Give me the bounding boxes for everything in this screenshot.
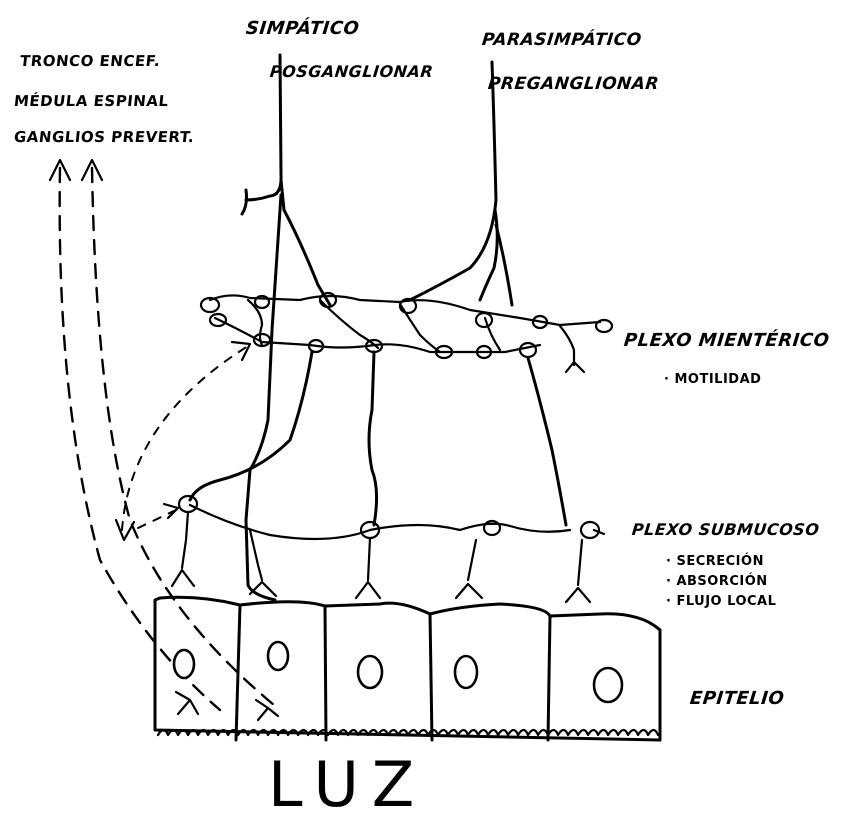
nucleus (268, 642, 288, 670)
nucleus (455, 656, 477, 688)
luz-label: LUZ (268, 748, 428, 821)
sympathetic-subtitle: POSGANGLIONAR (269, 62, 434, 81)
myenteric-plexus (201, 293, 612, 372)
tronco-label: TRONCO ENCEF. (19, 52, 161, 70)
nucleus (594, 668, 622, 702)
sympathetic-title: SIMPÁTICO (245, 18, 361, 39)
plexo-submucoso-fn-secrecion: · SECRECIÓN (666, 554, 764, 569)
parasympathetic-fiber (410, 62, 512, 305)
parasympathetic-title: PARASIMPÁTICO (481, 30, 643, 50)
sympathetic-fiber (242, 55, 330, 600)
plexo-submucoso-fn-flujo: · FLUJO LOCAL (666, 594, 776, 609)
epitelio-label: EPITELIO (689, 688, 785, 709)
epithelium (155, 597, 660, 740)
parasympathetic-subtitle: PREGANGLIONAR (487, 74, 660, 94)
afferent-dashed-arrows (50, 160, 280, 710)
ganglios-label: GANGLIOS PREVERT. (13, 128, 195, 146)
plexo-submucoso-label: PLEXO SUBMUCOSO (631, 520, 820, 539)
plexo-mienterico-label: PLEXO MIENTÉRICO (623, 330, 831, 351)
submucosal-plexus (172, 496, 604, 602)
plexo-mienterico-function: · MOTILIDAD (664, 372, 761, 387)
plexo-submucoso-fn-absorcion: · ABSORCIÓN (666, 574, 768, 589)
nucleus (174, 650, 194, 678)
medula-label: MÉDULA ESPINAL (13, 92, 169, 110)
nucleus (358, 656, 382, 688)
